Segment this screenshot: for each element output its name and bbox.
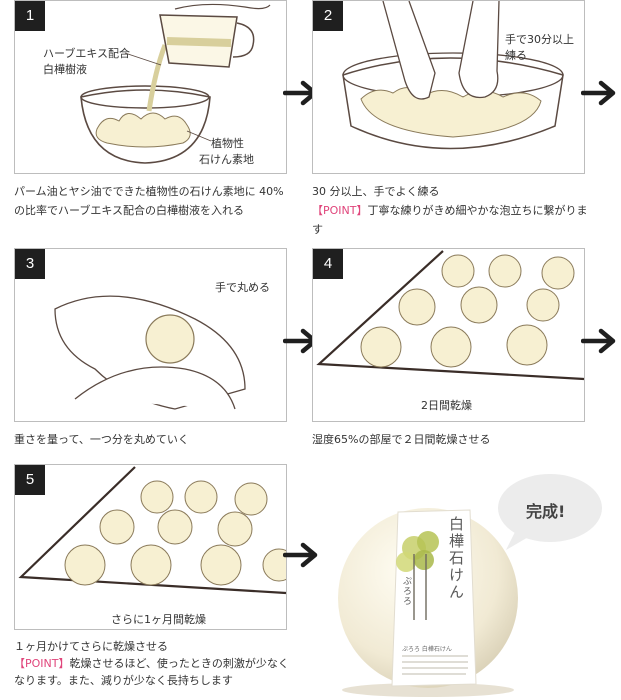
label-brand: ぷろろ [401, 576, 411, 606]
complete-bubble: 完成! [526, 502, 566, 521]
step-3-panel: 3 手で丸める [14, 248, 287, 422]
label-title: 白樺石けん [447, 516, 465, 601]
point-tag: 【POINT】 [14, 657, 70, 670]
step-1-caption: パーム油とヤシ油でできた植物性の石けん素地に 40%の比率でハーブエキス配合の白… [14, 185, 284, 217]
step-4-badge: 4 [313, 249, 343, 279]
step-1-badge: 1 [15, 1, 45, 31]
point-text: 乾燥させるほど、使ったときの刺激が少なくなります。また、減りが少なく長持ちします [14, 657, 289, 687]
step-1-illustration [80, 3, 271, 164]
step-4-illustration [316, 250, 584, 381]
point-tag: 【POINT】 [312, 204, 368, 217]
step-2-panel: 2 手で30分以上 練る [312, 0, 585, 174]
step-4-panel: 4 2日間乾燥 [312, 248, 585, 422]
step-5-badge: 5 [15, 465, 45, 495]
note-roll-by-hand: 手で丸める [215, 281, 270, 294]
step-2-point: 【POINT】丁寧な練りがきめ細やかな泡立ちに繋がります [312, 201, 592, 239]
step-2-illustration [342, 1, 564, 150]
step-2-caption: 30 分以上、手でよく練る [312, 185, 440, 198]
finished-soap-image [338, 474, 602, 697]
label-footer: ぷろろ 白樺石けん [402, 646, 452, 653]
step-2-caption-block: 30 分以上、手でよく練る 【POINT】丁寧な練りがきめ細やかな泡立ちに繋がり… [312, 182, 592, 239]
right-arrow-icon [581, 328, 616, 354]
note-dry-2-days: 2日間乾燥 [421, 399, 472, 412]
step-3-illustration [54, 295, 246, 410]
finished-product: 白樺石けん ぷろろ ぷろろ 白樺石けん 完成! [330, 470, 620, 698]
step-5-panel: 5 さらに1ヶ月間乾燥 [14, 464, 287, 630]
step-5-caption-block: １ヶ月かけてさらに乾燥させる 【POINT】乾燥させるほど、使ったときの刺激が少… [14, 638, 294, 689]
step-3-caption: 重さを量って、一つ分を丸めていく [14, 433, 189, 446]
note-herb-extract: ハーブエキス配合 [43, 47, 131, 60]
step-5-point: 【POINT】乾燥させるほど、使ったときの刺激が少なくなります。また、減りが少な… [14, 655, 294, 689]
birch-tree-icon [396, 531, 439, 620]
right-arrow-icon [581, 80, 616, 106]
note-birch-sap: 白樺樹液 [43, 63, 87, 76]
note-vegetable: 植物性 [211, 137, 244, 150]
step-5-caption: １ヶ月かけてさらに乾燥させる [14, 640, 168, 653]
note-dry-1-month: さらに1ヶ月間乾燥 [111, 613, 206, 626]
point-text: 丁寧な練りがきめ細やかな泡立ちに繋がります [312, 204, 588, 236]
right-arrow-icon [283, 542, 318, 568]
step-1-panel: 1 ハーブエキス配合 白樺樹液 植物性 石けん素地 [14, 0, 287, 174]
note-soap-base: 石けん素地 [199, 153, 254, 166]
step-3-badge: 3 [15, 249, 45, 279]
step-2-badge: 2 [313, 1, 343, 31]
note-knead: 練る [505, 49, 527, 62]
note-knead-30min: 手で30分以上 [505, 33, 574, 46]
step-5-illustration [18, 466, 286, 595]
step-4-caption: 湿度65%の部屋で２日間乾燥させる [312, 433, 491, 446]
